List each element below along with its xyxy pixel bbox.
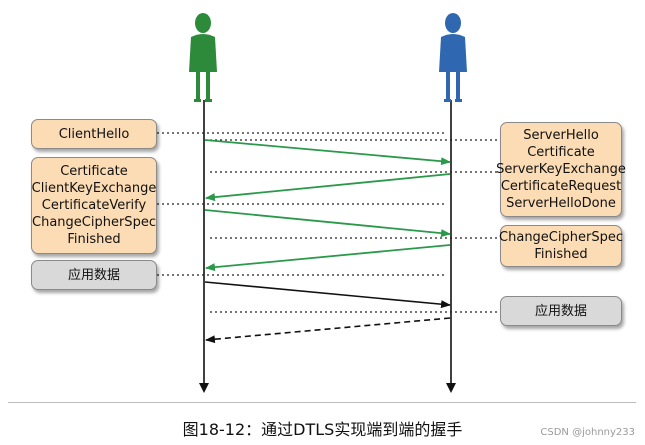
server-figure-icon (439, 13, 467, 102)
box-line: 应用数据 (67, 267, 120, 283)
dotted-guides (157, 132, 500, 313)
client-app-data-box: 应用数据 (31, 260, 157, 290)
box-line: Certificate (527, 145, 595, 160)
box-line: ClientHello (58, 126, 130, 142)
box-line: ServerHelloDone (506, 196, 616, 211)
server-lifeline-arrowhead (446, 383, 456, 393)
arrow-app-data-server-to-client (205, 317, 451, 344)
box-line: ChangeCipherSpec (499, 230, 623, 245)
box-line: ClientKeyExchange (31, 181, 157, 196)
client-key-exchange-box: Certificate ClientKeyExchange Certificat… (31, 157, 157, 254)
box-line: Finished (67, 232, 121, 247)
box-line: Finished (534, 247, 588, 262)
figure-caption: 图18-12：通过DTLS实现端到端的握手 (182, 420, 463, 439)
caption-divider (8, 402, 636, 403)
watermark: CSDN @johnny233 (540, 427, 635, 438)
box-line: ServerHello (523, 128, 599, 143)
client-figure-icon (189, 13, 217, 102)
box-line: CertificateRequest (500, 179, 622, 194)
arrow-app-data-client-to-server (204, 281, 451, 309)
client-lifeline-arrowhead (199, 383, 209, 393)
server-hello-box: ServerHello Certificate ServerKeyExchang… (496, 122, 626, 217)
arrow-server-to-client-2 (205, 244, 451, 272)
box-line: ServerKeyExchange (496, 162, 626, 177)
box-line: 应用数据 (534, 303, 587, 319)
server-change-cipher-box: ChangeCipherSpec Finished (499, 225, 623, 267)
arrow-client-to-server-1 (204, 139, 451, 166)
server-app-data-box: 应用数据 (500, 296, 622, 326)
box-line: ChangeCipherSpec (32, 215, 156, 230)
box-line: CertificateVerify (41, 198, 147, 213)
arrow-server-to-client-1 (205, 173, 451, 202)
box-line: Certificate (60, 164, 128, 179)
arrow-client-to-server-2 (204, 209, 451, 238)
client-hello-box: ClientHello (31, 119, 157, 149)
